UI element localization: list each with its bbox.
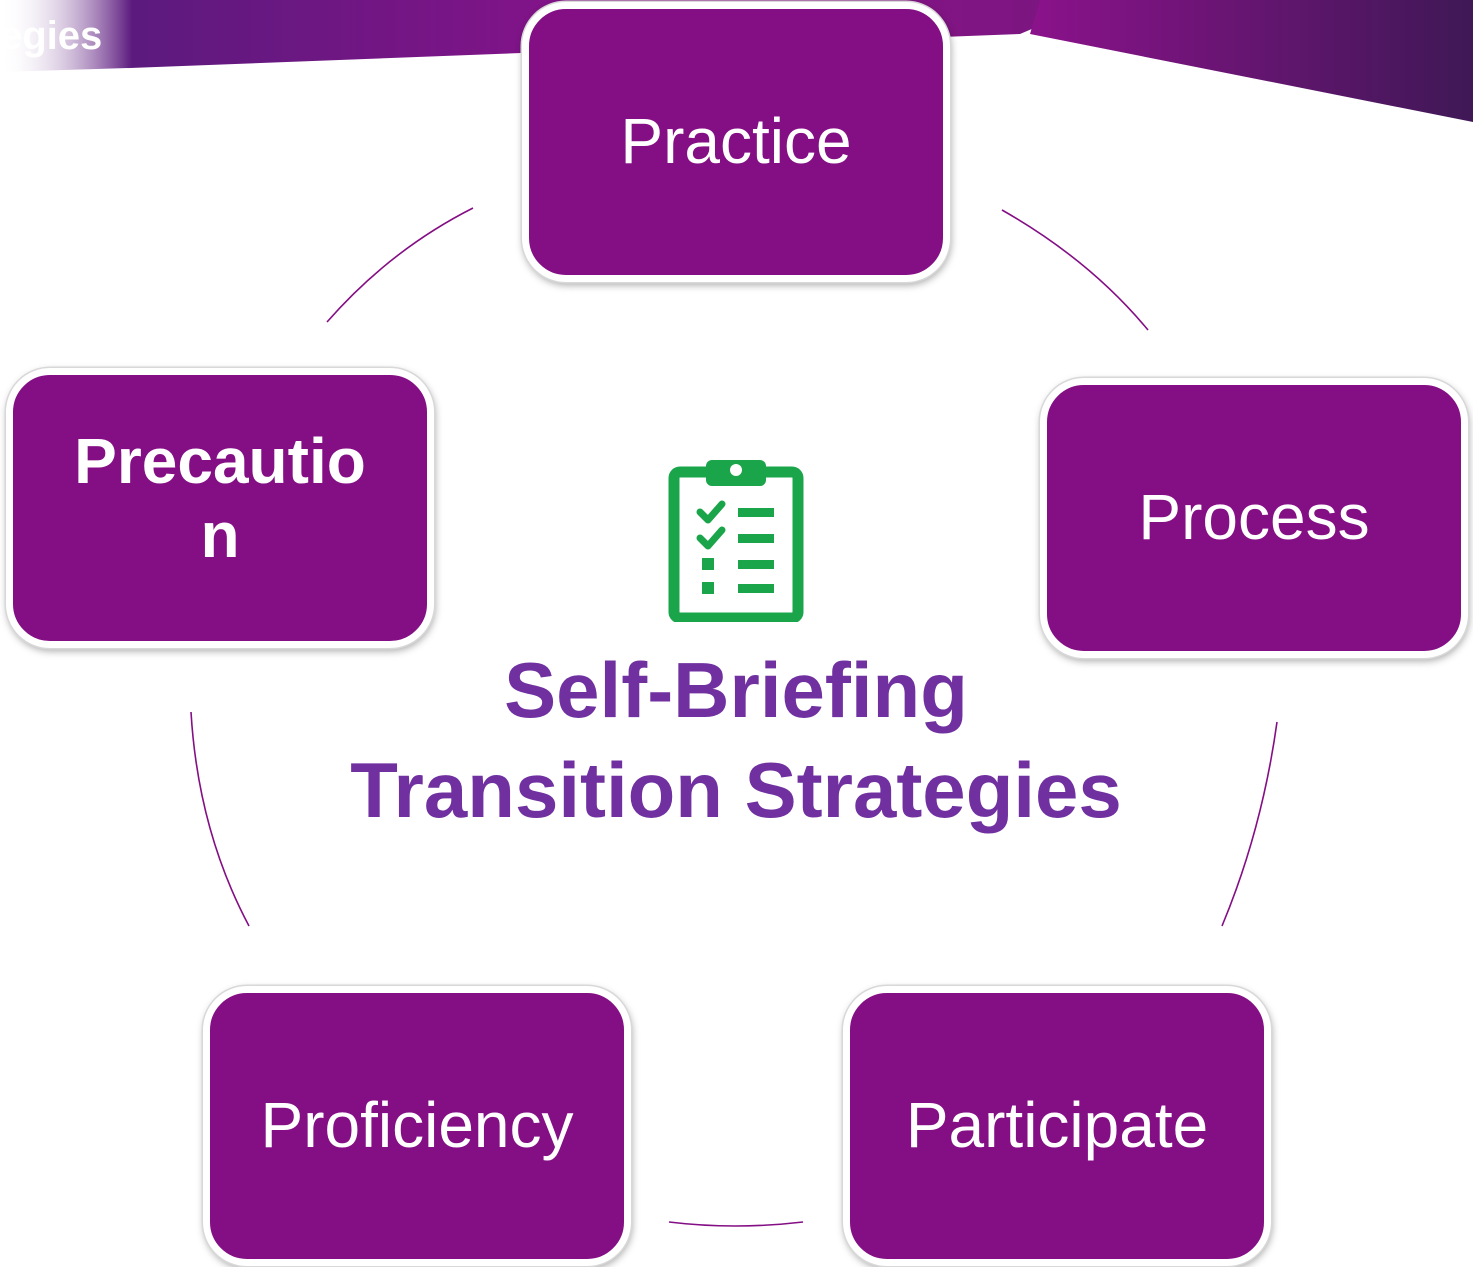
connector-proficiency-precaution	[190, 711, 250, 927]
node-label: Participate	[905, 1089, 1209, 1162]
node-label: Precaution	[74, 425, 366, 571]
center-title-line1: Self-Briefing	[504, 646, 968, 734]
center-title: Self-Briefing Transition Strategies	[236, 640, 1236, 840]
connector-practice-process	[1001, 209, 1149, 331]
node-practice: Practice	[522, 2, 950, 282]
connector-process-participate	[1221, 721, 1278, 927]
header-title: egies	[0, 14, 103, 58]
node-label: Practice	[620, 105, 852, 178]
connector-participate-proficiency	[668, 1221, 804, 1227]
node-proficiency: Proficiency	[203, 986, 631, 1266]
clipboard-checklist-icon	[668, 460, 804, 622]
node-participate: Participate	[843, 986, 1271, 1266]
node-process: Process	[1040, 378, 1468, 658]
node-precaution: Precaution	[6, 368, 434, 648]
node-label: Proficiency	[260, 1089, 574, 1162]
connector-precaution-practice	[326, 207, 474, 323]
node-label: Process	[1138, 481, 1370, 554]
center-title-line2: Transition Strategies	[350, 746, 1122, 834]
